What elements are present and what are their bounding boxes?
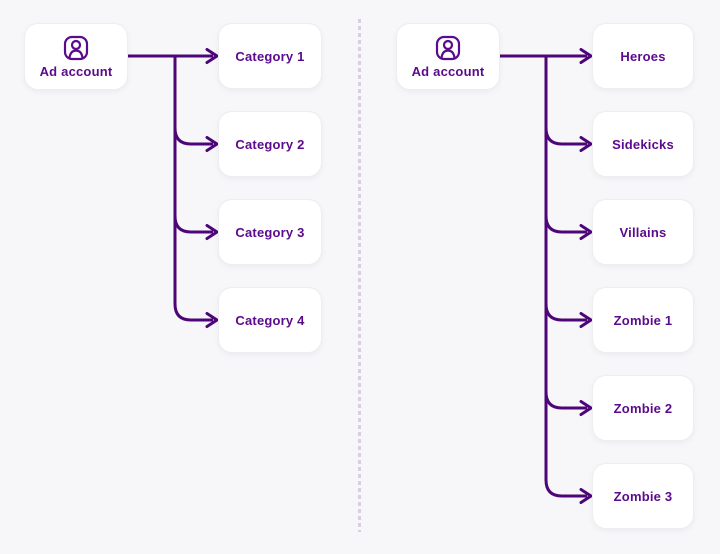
node-heroes: Heroes	[592, 23, 694, 89]
connector-line	[544, 391, 587, 410]
arrowhead	[579, 136, 593, 152]
node-label: Zombie 3	[613, 488, 673, 504]
connector-line	[173, 127, 213, 146]
connector-line	[173, 215, 213, 234]
connector-line	[544, 215, 587, 234]
arrowhead	[205, 48, 219, 64]
connector-line	[544, 56, 587, 498]
node-label: Zombie 2	[613, 400, 673, 416]
arrowhead	[579, 488, 593, 504]
node-villains: Villains	[592, 199, 694, 265]
node-ad-account-left: Ad account	[24, 23, 128, 90]
node-zombie-1: Zombie 1	[592, 287, 694, 353]
node-label: Villains	[619, 224, 667, 240]
node-label: Heroes	[620, 48, 666, 64]
node-ad-account-right: Ad account	[396, 23, 500, 90]
arrowhead	[579, 224, 593, 240]
node-zombie-2: Zombie 2	[592, 375, 694, 441]
node-category-1: Category 1	[218, 23, 322, 89]
dashed-divider	[358, 19, 361, 532]
node-category-4: Category 4	[218, 287, 322, 353]
node-category-3: Category 3	[218, 199, 322, 265]
arrowhead	[579, 400, 593, 416]
connector-line	[173, 56, 213, 322]
node-category-2: Category 2	[218, 111, 322, 177]
node-label: Ad account	[411, 63, 485, 79]
arrowhead	[205, 136, 219, 152]
node-zombie-3: Zombie 3	[592, 463, 694, 529]
arrowhead	[205, 224, 219, 240]
node-label: Category 1	[235, 48, 305, 64]
node-label: Category 3	[235, 224, 305, 240]
node-label: Zombie 1	[613, 312, 673, 328]
node-label: Sidekicks	[612, 136, 674, 152]
connector-line	[544, 303, 587, 322]
node-sidekicks: Sidekicks	[592, 111, 694, 177]
node-label: Category 2	[235, 136, 305, 152]
arrowhead	[579, 312, 593, 328]
node-label: Category 4	[235, 312, 305, 328]
connector-line	[544, 127, 587, 146]
node-label: Ad account	[39, 63, 113, 79]
arrowhead	[579, 48, 593, 64]
arrowhead	[205, 312, 219, 328]
ad-account-user-icon	[435, 35, 461, 61]
ad-account-user-icon	[63, 35, 89, 61]
